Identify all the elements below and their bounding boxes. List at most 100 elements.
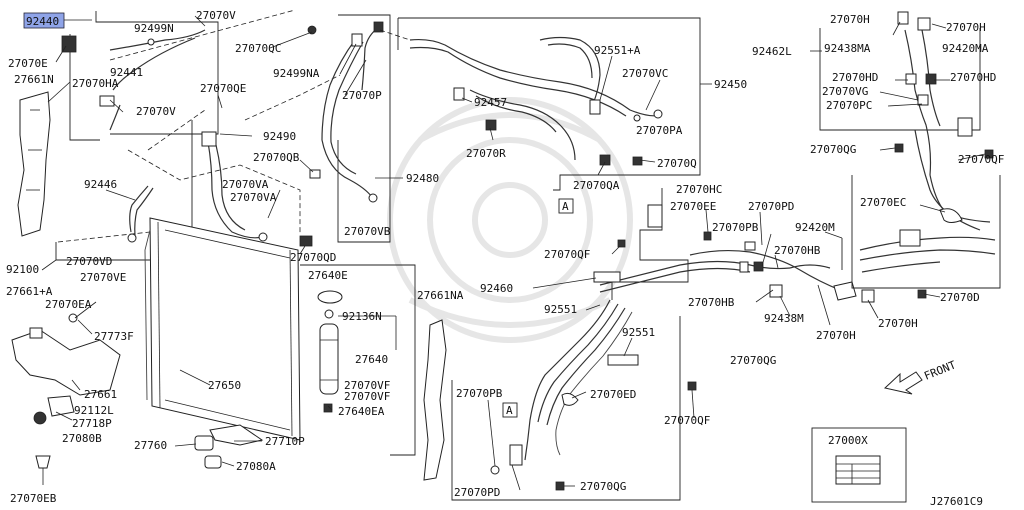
label-27070EC: 27070EC — [860, 196, 906, 209]
marker-a-top: A — [558, 198, 574, 214]
label-27070E: 27070E — [8, 57, 48, 70]
front-label: FRONT — [922, 358, 958, 383]
condenser-27650 — [55, 217, 301, 441]
label-27773F: 27773F — [94, 330, 134, 343]
label-27070H-r1: 27070H — [830, 13, 870, 26]
part-labels: 92440 27070V 92499N 27070QC 27070E 92441… — [6, 9, 1004, 508]
label-27070H-r3: 27070H — [878, 317, 918, 330]
label-27070EE: 27070EE — [670, 200, 716, 213]
label-27070QG-bottom: 27070QG — [580, 480, 626, 493]
label-92499N: 92499N — [134, 22, 174, 35]
label-92551-a: 92551 — [544, 303, 577, 316]
bracket-27710P — [194, 424, 264, 469]
diagram-id: J27601C9 — [930, 495, 983, 508]
label-27070V-top: 27070V — [196, 9, 236, 22]
label-27080A: 27080A — [236, 460, 276, 473]
label-27070Q: 27070Q — [657, 157, 697, 170]
bracket-27661N — [17, 91, 51, 237]
bracket-27661NA — [423, 319, 447, 481]
label-27070R: 27070R — [466, 147, 506, 160]
marker-a-bottom-text: A — [506, 404, 513, 417]
label-27070VA-1: 27070VA — [222, 178, 269, 191]
label-92438M: 92438M — [764, 312, 804, 325]
label-27718P: 27718P — [72, 417, 112, 430]
group-92462L-pipes — [819, 11, 1001, 303]
label-27070VB: 27070VB — [344, 225, 391, 238]
label-27070ED: 27070ED — [590, 388, 636, 401]
label-92457: 92457 — [474, 96, 507, 109]
label-92100: 92100 — [6, 263, 39, 276]
label-27070VF-1: 27070VF — [344, 379, 390, 392]
label-92420M: 92420M — [795, 221, 835, 234]
label-27760: 27760 — [134, 439, 167, 452]
label-27070QA: 27070QA — [573, 179, 620, 192]
label-27070VA-2: 27070VA — [230, 191, 277, 204]
label-27070P: 27070P — [342, 89, 382, 102]
label-27070V-bottom: 27070V — [136, 105, 176, 118]
label-92460: 92460 — [480, 282, 513, 295]
label-27070QD: 27070QD — [290, 251, 336, 264]
label-92136N: 92136N — [342, 310, 382, 323]
front-arrow: FRONT — [883, 358, 958, 395]
label-27070H-mid: 27070H — [816, 329, 856, 342]
watermark-emblem — [387, 97, 633, 343]
label-27070HC: 27070HC — [676, 183, 722, 196]
label-92480: 92480 — [406, 172, 439, 185]
group-92446-tube — [127, 185, 154, 243]
label-27661A: 27661+A — [6, 285, 53, 298]
group-92460-pipes — [451, 188, 857, 501]
label-27070VE: 27070VE — [80, 271, 126, 284]
label-27070QF-bottom: 27070QF — [664, 414, 710, 427]
label-92446: 92446 — [84, 178, 117, 191]
label-27661NA: 27661NA — [417, 289, 464, 302]
group-92480-hose — [307, 14, 391, 243]
label-27070QE: 27070QE — [200, 82, 246, 95]
label-27070PD-top: 27070PD — [748, 200, 794, 213]
highlight-box — [23, 12, 65, 29]
label-27070QF-right: 27070QF — [958, 153, 1004, 166]
label-27640E: 27640E — [308, 269, 348, 282]
label-92440: 92440 — [26, 15, 59, 28]
label-27640: 27640 — [355, 353, 388, 366]
label-27070D: 27070D — [940, 291, 980, 304]
label-27070VC: 27070VC — [622, 67, 668, 80]
marker-a-bottom: A — [502, 402, 518, 418]
label-92490: 92490 — [263, 130, 296, 143]
label-27070PA: 27070PA — [636, 124, 683, 137]
legend-27000X: 27000X — [811, 427, 907, 503]
label-27070PB-bottom: 27070PB — [456, 387, 503, 400]
label-27070QB: 27070QB — [253, 151, 300, 164]
label-92462L: 92462L — [752, 45, 792, 58]
label-92112L: 92112L — [74, 404, 114, 417]
label-27070H-r2: 27070H — [946, 21, 986, 34]
label-27070VG: 27070VG — [822, 85, 868, 98]
label-27070HB-2: 27070HB — [688, 296, 735, 309]
receiver-27640 — [300, 264, 416, 456]
group-92450-pipes — [379, 17, 701, 191]
marker-a-top-text: A — [562, 200, 569, 213]
label-92499NA: 92499NA — [273, 67, 320, 80]
label-27080B: 27080B — [62, 432, 102, 445]
label-27070VD: 27070VD — [66, 255, 112, 268]
label-92450: 92450 — [714, 78, 747, 91]
label-27070QF-top: 27070QF — [544, 248, 590, 261]
legend-27000X-label: 27000X — [828, 434, 868, 447]
bracket-27661 — [11, 313, 121, 485]
label-92438MA: 92438MA — [824, 42, 871, 55]
label-27070HD-2: 27070HD — [950, 71, 996, 84]
label-27710P: 27710P — [265, 435, 305, 448]
label-27070HD-1: 27070HD — [832, 71, 878, 84]
dashed-guides — [57, 74, 341, 243]
label-27070EA: 27070EA — [45, 298, 92, 311]
label-92420MA: 92420MA — [942, 42, 989, 55]
label-27070HB-1: 27070HB — [774, 244, 821, 257]
label-27070HA: 27070HA — [72, 77, 119, 90]
label-27070PB-top: 27070PB — [712, 221, 759, 234]
label-27070VF-2: 27070VF — [344, 390, 390, 403]
label-27661N: 27661N — [14, 73, 54, 86]
label-92551-b: 92551 — [622, 326, 655, 339]
label-27661: 27661 — [84, 388, 117, 401]
label-27070QG-right: 27070QG — [810, 143, 856, 156]
group-92440-hose — [61, 9, 296, 141]
